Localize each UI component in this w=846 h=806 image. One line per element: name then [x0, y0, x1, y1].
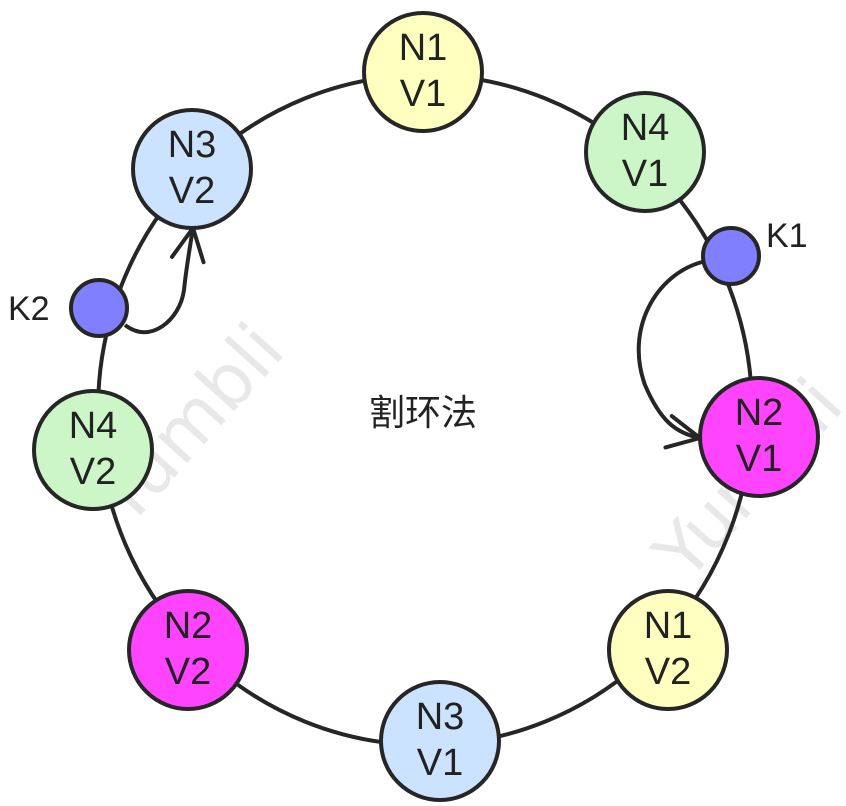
node-circle [32, 389, 154, 511]
node-n3-v2: N3 V2 [131, 108, 253, 230]
node-circle [131, 108, 253, 230]
node-n1-v1: N1 V1 [362, 11, 484, 133]
node-circle [127, 589, 249, 711]
node-line1: N4 [69, 405, 118, 447]
node-line2: V2 [70, 451, 116, 493]
node-line2: V1 [622, 153, 668, 195]
node-line2: V2 [645, 651, 691, 693]
node-circle [379, 680, 501, 802]
arrow-k1-to-n2v1 [636, 260, 703, 450]
node-line2: V1 [400, 73, 446, 115]
node-line1: N4 [621, 107, 670, 149]
node-n1-v2: N1 V2 [607, 589, 729, 711]
node-line1: N1 [399, 27, 448, 69]
node-circle [584, 91, 706, 213]
key-label: K2 [8, 290, 50, 328]
node-n2-v1: N2 V1 [698, 376, 820, 498]
node-n2-v2: N2 V2 [127, 589, 249, 711]
node-n4-v1: N4 V1 [584, 91, 706, 213]
node-line1: N3 [168, 124, 217, 166]
node-n3-v1: N3 V1 [379, 680, 501, 802]
key-dot [69, 278, 129, 338]
node-circle [607, 589, 729, 711]
key-label: K1 [766, 217, 808, 255]
key-k1: K1 [701, 217, 808, 286]
node-line2: V1 [736, 438, 782, 480]
node-line2: V2 [165, 651, 211, 693]
key-dot [701, 226, 761, 286]
node-circle [698, 376, 820, 498]
key-k2: K2 [8, 278, 129, 338]
node-line1: N2 [735, 392, 784, 434]
node-n4-v2: N4 V2 [32, 389, 154, 511]
node-line1: N2 [164, 605, 213, 647]
node-line2: V2 [169, 170, 215, 212]
node-line1: N1 [644, 605, 693, 647]
arrow-k2-to-n3v2 [123, 226, 206, 335]
center-label: 割环法 [369, 393, 477, 434]
node-line2: V1 [417, 742, 463, 784]
node-line1: N3 [416, 696, 465, 738]
node-circle [362, 11, 484, 133]
